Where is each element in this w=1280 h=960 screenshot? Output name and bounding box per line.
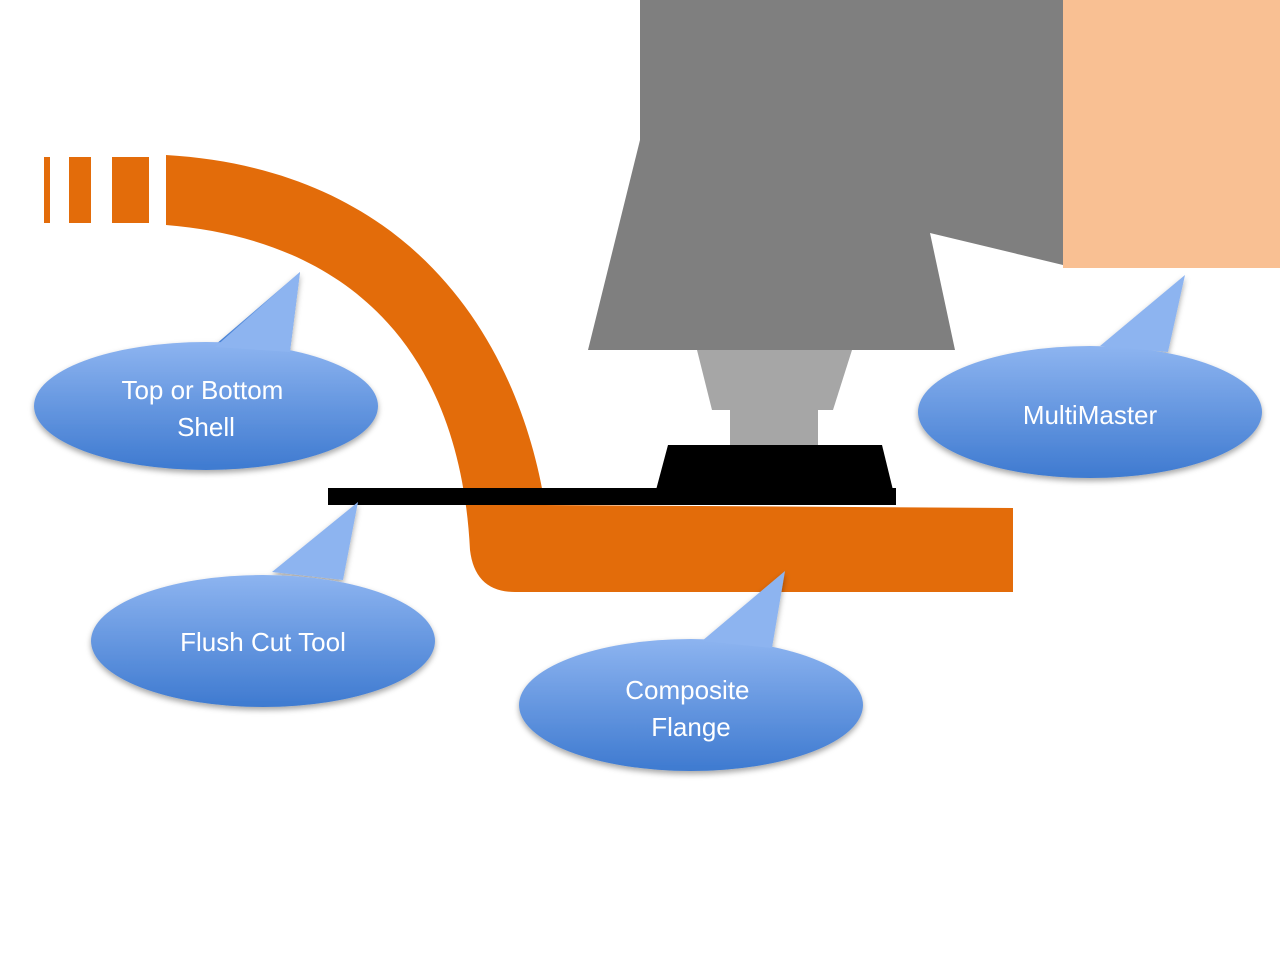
callout-flange [519,571,863,771]
multimaster-neck [697,350,852,410]
callout-tool-line-1: MultiMaster [1023,400,1158,430]
hand-shape [1063,0,1280,268]
shell-arc [166,155,1013,592]
flush-cut-blade [328,488,896,505]
multimaster-body [588,0,1063,350]
callout-shell-line-2: Shell [177,412,235,442]
callout-blade [91,502,435,707]
blade-head [656,445,893,490]
callout-blade-label: Flush Cut Tool [180,627,346,657]
callout-tool-label: MultiMaster [1023,400,1158,430]
callout-flange-line-2: Flange [651,712,731,742]
callout-tool [918,275,1262,478]
callout-blade-line-1: Flush Cut Tool [180,627,346,657]
multimaster-collar [730,410,818,446]
callout-flange-label: Composite Flange [625,675,757,742]
callout-shell-label: Top or Bottom Shell [121,375,290,442]
shell-dash [44,157,50,223]
callout-shell [34,272,378,470]
callout-shell-line-1: Top or Bottom [121,375,283,405]
callout-flange-line-1: Composite [625,675,749,705]
shell-dash [112,157,149,223]
shell-dash [69,157,91,223]
